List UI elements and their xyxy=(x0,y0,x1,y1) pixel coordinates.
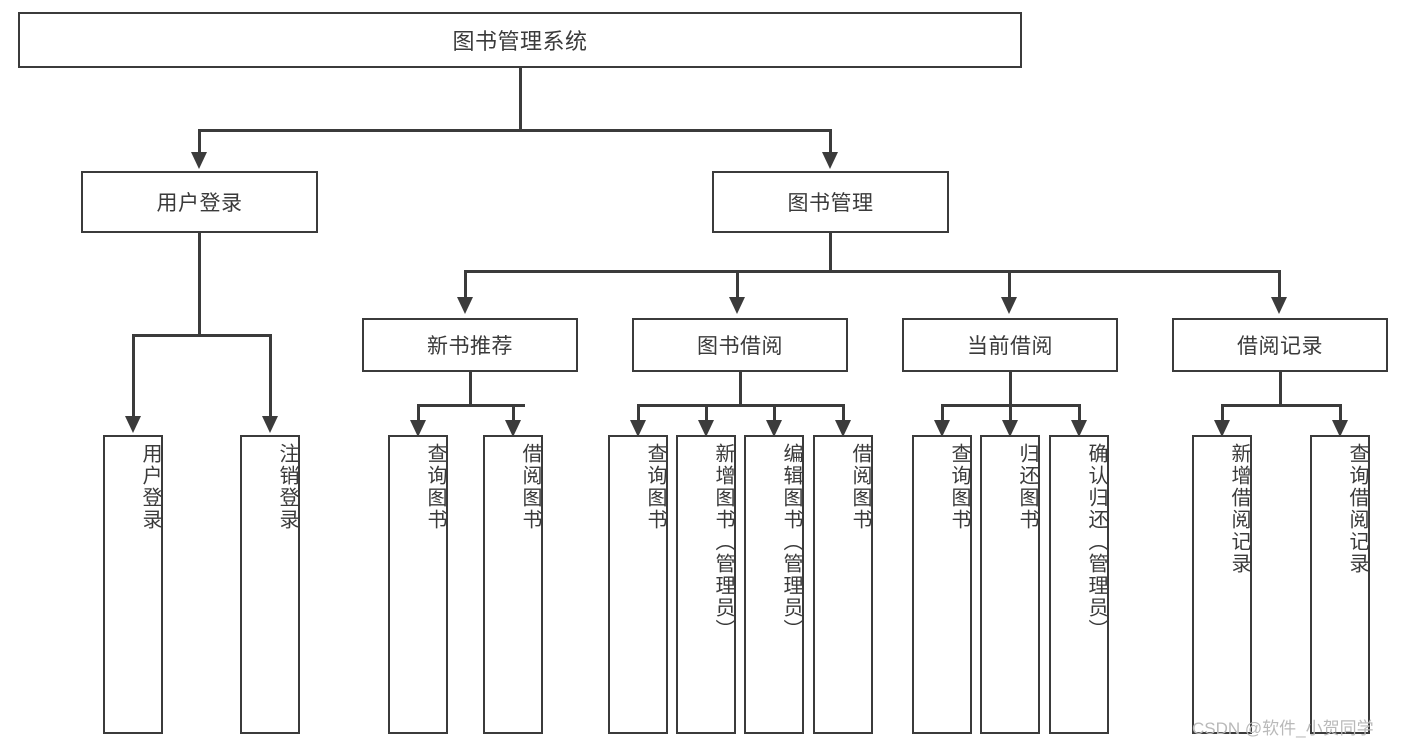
leaf-confirm-return-admin[interactable]: 确认归还（管理员） xyxy=(1049,435,1109,734)
arrow-book-borrow-to-leaf-2 xyxy=(698,420,714,437)
node-book-management[interactable]: 图书管理 xyxy=(712,171,949,233)
leaf-label: 新增借阅记录 xyxy=(1228,443,1250,575)
leaf-query-borrow-record[interactable]: 查询借阅记录 xyxy=(1310,435,1370,734)
connector-bm-to-current-borrow xyxy=(1008,270,1011,299)
node-new-book-recommend[interactable]: 新书推荐 xyxy=(362,318,578,372)
leaf-add-book-admin[interactable]: 新增图书（管理员） xyxy=(676,435,736,734)
node-book-borrow[interactable]: 图书借阅 xyxy=(632,318,848,372)
connector-root-to-book-management xyxy=(829,129,832,154)
leaf-label: 注销登录 xyxy=(276,443,298,531)
leaf-borrow-book-from-borrow[interactable]: 借阅图书 xyxy=(813,435,873,734)
leaf-label: 归还图书 xyxy=(1016,443,1038,531)
connector-new-book-split-bar xyxy=(417,404,525,407)
connector-root-to-user-login xyxy=(198,129,201,154)
connector-user-login-to-leaf-2 xyxy=(269,334,272,418)
node-label: 图书管理系统 xyxy=(452,29,588,54)
arrow-current-borrow-to-leaf-1 xyxy=(934,420,950,437)
arrow-bm-to-current-borrow xyxy=(1001,297,1017,314)
arrow-borrow-record-to-leaf-1 xyxy=(1214,420,1230,437)
arrow-book-borrow-to-leaf-1 xyxy=(630,420,646,437)
connector-book-borrow-to-leaf-3 xyxy=(773,404,776,422)
connector-book-borrow-to-leaf-1 xyxy=(637,404,640,422)
connector-book-borrow-to-leaf-2 xyxy=(705,404,708,422)
arrow-current-borrow-to-leaf-2 xyxy=(1002,420,1018,437)
arrow-root-to-book-management xyxy=(822,152,838,169)
leaf-label: 查询图书 xyxy=(948,443,970,531)
arrow-book-borrow-to-leaf-3 xyxy=(766,420,782,437)
connector-bm-to-new-book xyxy=(464,270,467,299)
connector-bm-to-book-borrow xyxy=(736,270,739,299)
connector-borrow-record-split-bar xyxy=(1221,404,1341,407)
arrow-root-to-user-login xyxy=(191,152,207,169)
connector-borrow-record-to-leaf-1 xyxy=(1221,404,1224,422)
connector-book-borrow-stem xyxy=(739,372,742,407)
leaf-label: 用户登录 xyxy=(139,443,161,531)
connector-borrow-record-stem xyxy=(1279,372,1282,407)
connector-book-borrow-split-bar xyxy=(637,404,845,407)
connector-borrow-record-to-leaf-2 xyxy=(1339,404,1342,422)
connector-user-login-to-leaf-1 xyxy=(132,334,135,418)
csdn-watermark: CSDN @软件_小贺同学 xyxy=(1192,719,1374,738)
node-label: 用户登录 xyxy=(156,192,243,215)
arrow-bm-to-borrow-record xyxy=(1271,297,1287,314)
node-borrow-record[interactable]: 借阅记录 xyxy=(1172,318,1388,372)
connector-bm-to-borrow-record xyxy=(1278,270,1281,299)
connector-user-login-stem xyxy=(198,233,201,337)
leaf-label: 借阅图书 xyxy=(519,443,541,531)
arrow-borrow-record-to-leaf-2 xyxy=(1332,420,1348,437)
leaf-label: 借阅图书 xyxy=(849,443,871,531)
leaf-label: 查询借阅记录 xyxy=(1346,443,1368,575)
leaf-query-book-from-current[interactable]: 查询图书 xyxy=(912,435,972,734)
connector-root-stem xyxy=(519,68,522,131)
connector-book-borrow-to-leaf-4 xyxy=(842,404,845,422)
node-label: 图书借阅 xyxy=(697,335,783,358)
leaf-label: 编辑图书（管理员） xyxy=(780,443,802,641)
arrow-user-login-to-leaf-2 xyxy=(262,416,278,433)
arrow-new-book-to-leaf-1 xyxy=(410,420,426,437)
connector-new-book-stem xyxy=(469,372,472,407)
node-label: 新书推荐 xyxy=(427,335,513,358)
connector-current-borrow-to-leaf-2 xyxy=(1009,404,1012,422)
node-label: 借阅记录 xyxy=(1237,335,1323,358)
arrow-new-book-to-leaf-2 xyxy=(505,420,521,437)
connector-user-login-split-bar xyxy=(132,334,271,337)
arrow-book-borrow-to-leaf-4 xyxy=(835,420,851,437)
leaf-edit-book-admin[interactable]: 编辑图书（管理员） xyxy=(744,435,804,734)
connector-book-management-split-bar xyxy=(464,270,1280,273)
leaf-add-borrow-record[interactable]: 新增借阅记录 xyxy=(1192,435,1252,734)
leaf-label: 查询图书 xyxy=(424,443,446,531)
leaf-label: 查询图书 xyxy=(644,443,666,531)
connector-current-borrow-to-leaf-3 xyxy=(1078,404,1081,422)
arrow-bm-to-new-book xyxy=(457,297,473,314)
leaf-user-login[interactable]: 用户登录 xyxy=(103,435,163,734)
node-label: 图书管理 xyxy=(787,192,874,215)
arrow-bm-to-book-borrow xyxy=(729,297,745,314)
connector-current-borrow-stem xyxy=(1009,372,1012,407)
arrow-user-login-to-leaf-1 xyxy=(125,416,141,433)
connector-book-management-stem xyxy=(829,233,832,273)
node-user-login[interactable]: 用户登录 xyxy=(81,171,318,233)
arrow-current-borrow-to-leaf-3 xyxy=(1071,420,1087,437)
node-root-library-management-system[interactable]: 图书管理系统 xyxy=(18,12,1022,68)
leaf-query-book-from-recommend[interactable]: 查询图书 xyxy=(388,435,448,734)
leaf-return-book[interactable]: 归还图书 xyxy=(980,435,1040,734)
leaf-logout[interactable]: 注销登录 xyxy=(240,435,300,734)
connector-new-book-to-leaf-2 xyxy=(512,404,515,422)
node-current-borrow[interactable]: 当前借阅 xyxy=(902,318,1118,372)
leaf-borrow-book-from-recommend[interactable]: 借阅图书 xyxy=(483,435,543,734)
leaf-label: 新增图书（管理员） xyxy=(712,443,734,641)
connector-current-borrow-to-leaf-1 xyxy=(941,404,944,422)
node-label: 当前借阅 xyxy=(967,335,1053,358)
leaf-label: 确认归还（管理员） xyxy=(1085,443,1107,641)
connector-root-split-bar xyxy=(198,129,832,132)
leaf-query-book-from-borrow[interactable]: 查询图书 xyxy=(608,435,668,734)
connector-new-book-to-leaf-1 xyxy=(417,404,420,422)
